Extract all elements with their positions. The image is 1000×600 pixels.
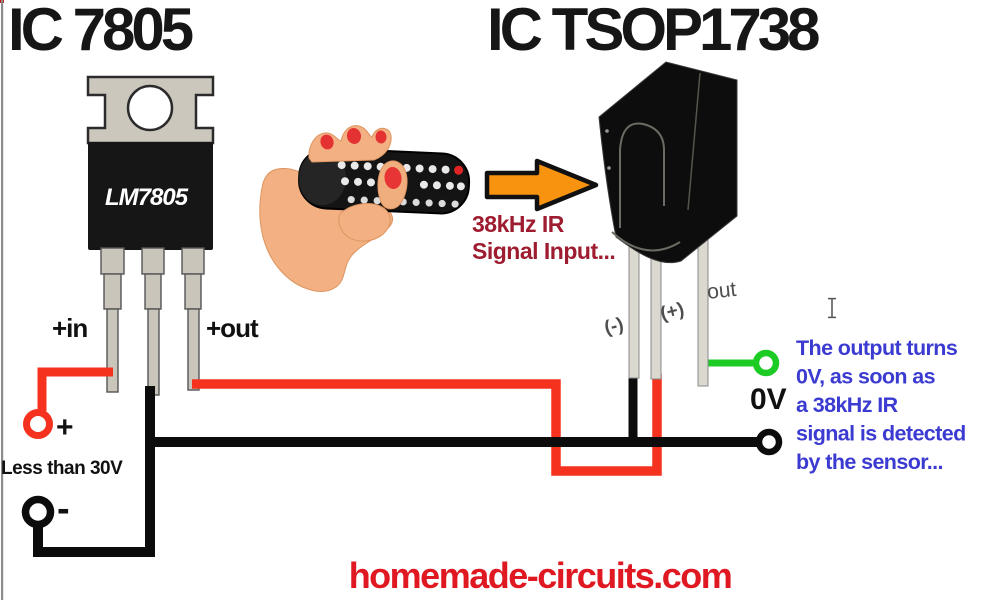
ir-caption-line1: 38kHz IR xyxy=(472,211,565,237)
tsop-dot2 xyxy=(607,166,611,170)
text-cursor-ibeam xyxy=(828,297,836,319)
wire-input-positive-red xyxy=(37,367,113,411)
regulator-pin-out-label: +out xyxy=(206,313,259,343)
supply-negative-symbol: - xyxy=(57,488,70,530)
tsop-body xyxy=(598,61,738,264)
callout-line-1: The output turns xyxy=(796,336,958,360)
wire-output-positive-red xyxy=(192,374,662,476)
hand-top-fingers xyxy=(308,125,392,163)
callout-line-4: signal is detected xyxy=(796,422,966,446)
supply-positive-symbol: + xyxy=(56,411,74,444)
supply-voltage-note: Less than 30V xyxy=(1,458,123,479)
tsop-pin-positive-label: (+) xyxy=(658,299,686,325)
lm7805-leg-gnd xyxy=(141,247,165,396)
lm7805-body xyxy=(88,142,213,250)
terminal-ring-positive xyxy=(23,409,53,439)
callout-line-3: a 38kHz IR xyxy=(796,393,899,417)
tsop-pin-out-label: out xyxy=(706,278,738,304)
terminal-ring-negative xyxy=(21,495,55,529)
tsop-dome-outline xyxy=(619,122,665,228)
tsop-edge-line xyxy=(687,72,701,211)
lm7805-leg-in xyxy=(100,247,125,393)
wire-supply-negative-black xyxy=(33,386,155,557)
callout-line-2: 0V, as soon as xyxy=(796,365,936,389)
remote-ir-end xyxy=(298,151,347,206)
lm7805-mounting-hole xyxy=(126,84,174,132)
lm7805-leg-out xyxy=(181,247,205,391)
finger-nails xyxy=(320,128,387,150)
lm7805-part-label: LM7805 xyxy=(105,184,189,211)
ir-signal-arrow-icon xyxy=(484,158,599,212)
regulator-pin-in-label: +in xyxy=(52,313,87,343)
thumb-nail xyxy=(384,167,402,189)
tsop-dot1 xyxy=(605,129,609,133)
output-callout-text: The output turns 0V, as soon as a 38kHz … xyxy=(796,336,966,474)
left-border-line xyxy=(1,0,4,600)
remote-power-button xyxy=(454,165,464,175)
terminal-ring-output-green xyxy=(752,349,780,377)
title-ic-tsop1738: IC TSOP1738 xyxy=(487,0,819,63)
hand-curled-fingers xyxy=(338,203,391,242)
output-level-label: 0V xyxy=(750,383,787,416)
website-footer: homemade-circuits.com xyxy=(349,555,732,596)
title-ic7805: IC 7805 xyxy=(8,0,193,63)
tsop1738-component xyxy=(598,61,738,387)
lm7805-component: LM7805 xyxy=(86,75,215,396)
tsop-bottom-curve xyxy=(611,231,681,252)
hand-with-remote-illustration xyxy=(259,125,471,292)
callout-line-5: by the sensor... xyxy=(796,450,943,474)
terminal-ring-ground-end xyxy=(755,428,783,456)
ir-caption-line2: Signal Input... xyxy=(472,238,615,264)
tsop-pin-negative-label: (-) xyxy=(602,314,626,339)
